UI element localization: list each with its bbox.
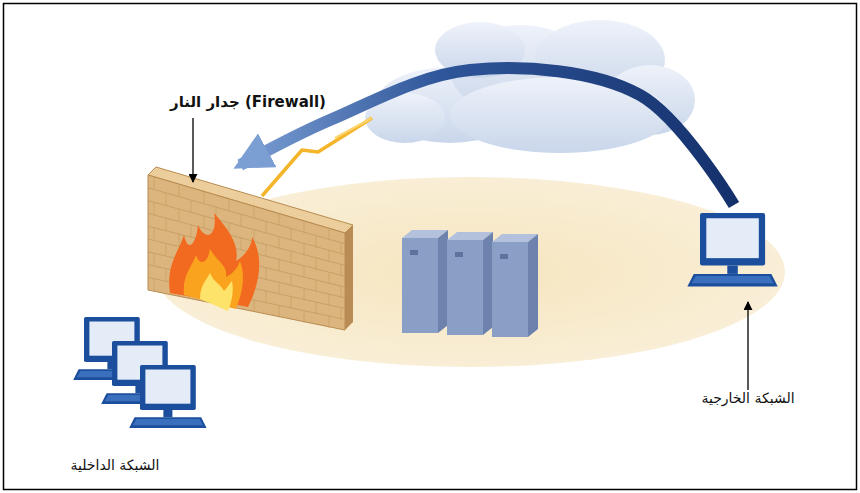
server-rack <box>402 230 538 337</box>
node-label: الشبكة الخارجية <box>678 390 818 407</box>
internal-computers-outline <box>40 315 230 480</box>
node-label: جدار النار (Firewall) <box>138 93 358 111</box>
leader-arrow <box>747 302 748 390</box>
external-computer-outline <box>678 205 818 420</box>
node-label: الشبكة الداخلية <box>40 457 190 474</box>
frame <box>4 4 857 490</box>
firewall-wall-outline <box>148 165 353 335</box>
edge-group <box>240 68 734 205</box>
firewall-wall: جدار النار (Firewall) <box>148 165 353 335</box>
traffic-arrow <box>240 68 734 205</box>
leader-arrow <box>192 118 193 182</box>
external-computer: الشبكة الخارجية <box>678 205 818 420</box>
internal-computers: الشبكة الداخلية <box>40 315 230 480</box>
lightning-bolt <box>262 118 372 196</box>
internet-cloud <box>365 20 695 153</box>
